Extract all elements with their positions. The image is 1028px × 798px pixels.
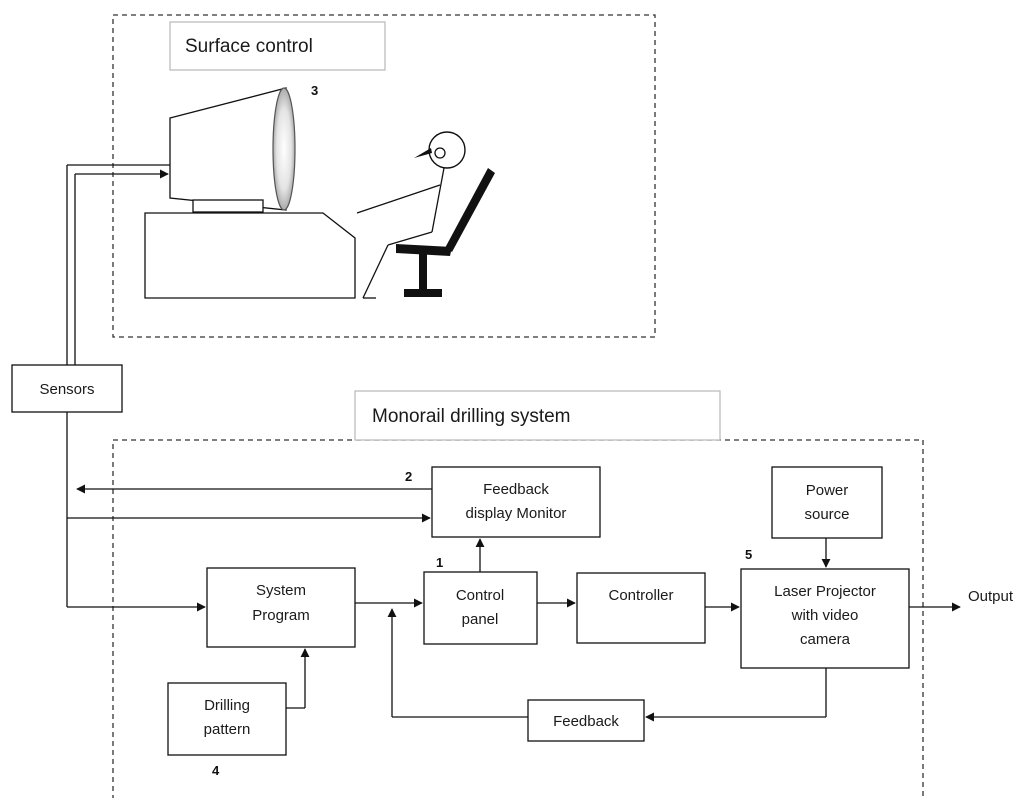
surface-control-title: Surface control bbox=[185, 36, 313, 57]
control-panel-label-line1: Control bbox=[456, 587, 504, 604]
monorail-title: Monorail drilling system bbox=[372, 406, 571, 427]
operator-illustration bbox=[356, 131, 495, 299]
output-label: Output bbox=[968, 588, 1014, 605]
laser-projector-box bbox=[740, 568, 910, 669]
sensors-node: Sensors bbox=[11, 364, 123, 413]
drilling-pattern-node: Drilling pattern 4 bbox=[167, 682, 287, 778]
feedback-label: Feedback bbox=[553, 713, 619, 730]
sensors-label: Sensors bbox=[39, 381, 94, 398]
operator-head bbox=[428, 131, 466, 169]
operator-glasses bbox=[434, 147, 446, 159]
power-source-box bbox=[771, 466, 883, 539]
control-panel-node: Control panel 1 bbox=[423, 555, 538, 645]
surface-control-region: Surface control 3 bbox=[112, 14, 656, 338]
controller-box bbox=[576, 572, 706, 644]
control-panel-label-line2: panel bbox=[462, 611, 499, 628]
monorail-title-box bbox=[354, 390, 721, 441]
laser-projector-label-line2: with video bbox=[791, 607, 859, 624]
laser-projector-label-line3: camera bbox=[800, 631, 851, 648]
system-program-node: System Program bbox=[206, 567, 356, 648]
feedback-box bbox=[527, 699, 645, 742]
drilling-pattern-label-line2: pattern bbox=[204, 721, 251, 738]
chair-base bbox=[404, 289, 442, 297]
system-program-label-line2: Program bbox=[252, 607, 310, 624]
system-program-box bbox=[206, 567, 356, 648]
feedback-monitor-number: 2 bbox=[405, 469, 412, 484]
computer-terminal-illustration bbox=[144, 87, 356, 299]
surface-control-title-box bbox=[169, 21, 386, 71]
system-program-label-line1: System bbox=[256, 582, 306, 599]
control-panel-number: 1 bbox=[436, 555, 443, 570]
desk-console bbox=[144, 212, 356, 299]
chair-post bbox=[419, 253, 427, 291]
monorail-region: Monorail drilling system bbox=[112, 390, 924, 798]
feedback-monitor-node: Feedback display Monitor 2 bbox=[405, 466, 601, 538]
controller-node: Controller bbox=[576, 572, 706, 644]
drilling-pattern-label-line1: Drilling bbox=[204, 697, 250, 714]
feedback-monitor-label-line1: Feedback bbox=[483, 481, 549, 498]
surface-control-border bbox=[112, 14, 656, 338]
power-source-label-line2: source bbox=[804, 506, 849, 523]
surface-control-number: 3 bbox=[311, 83, 318, 98]
chair-back bbox=[445, 168, 495, 252]
chair-seat bbox=[396, 244, 452, 256]
feedback-node: Feedback bbox=[527, 699, 645, 742]
laser-projector-node: Laser Projector with video camera 5 bbox=[740, 547, 910, 669]
power-source-label-line1: Power bbox=[806, 482, 849, 499]
power-source-node: Power source bbox=[771, 466, 883, 539]
laser-projector-number: 5 bbox=[745, 547, 752, 562]
operator-nose bbox=[414, 148, 432, 158]
connectors bbox=[66, 412, 961, 722]
monitor-stand bbox=[192, 199, 264, 213]
monitor-screen bbox=[272, 87, 296, 211]
feedback-monitor-box bbox=[431, 466, 601, 538]
drilling-pattern-box bbox=[167, 682, 287, 756]
feedback-monitor-label-line2: display Monitor bbox=[466, 505, 567, 522]
monitor-body bbox=[169, 87, 287, 211]
drilling-pattern-number: 4 bbox=[212, 763, 220, 778]
control-panel-box bbox=[423, 571, 538, 645]
controller-label: Controller bbox=[608, 587, 673, 604]
laser-projector-label-line1: Laser Projector bbox=[774, 583, 876, 600]
